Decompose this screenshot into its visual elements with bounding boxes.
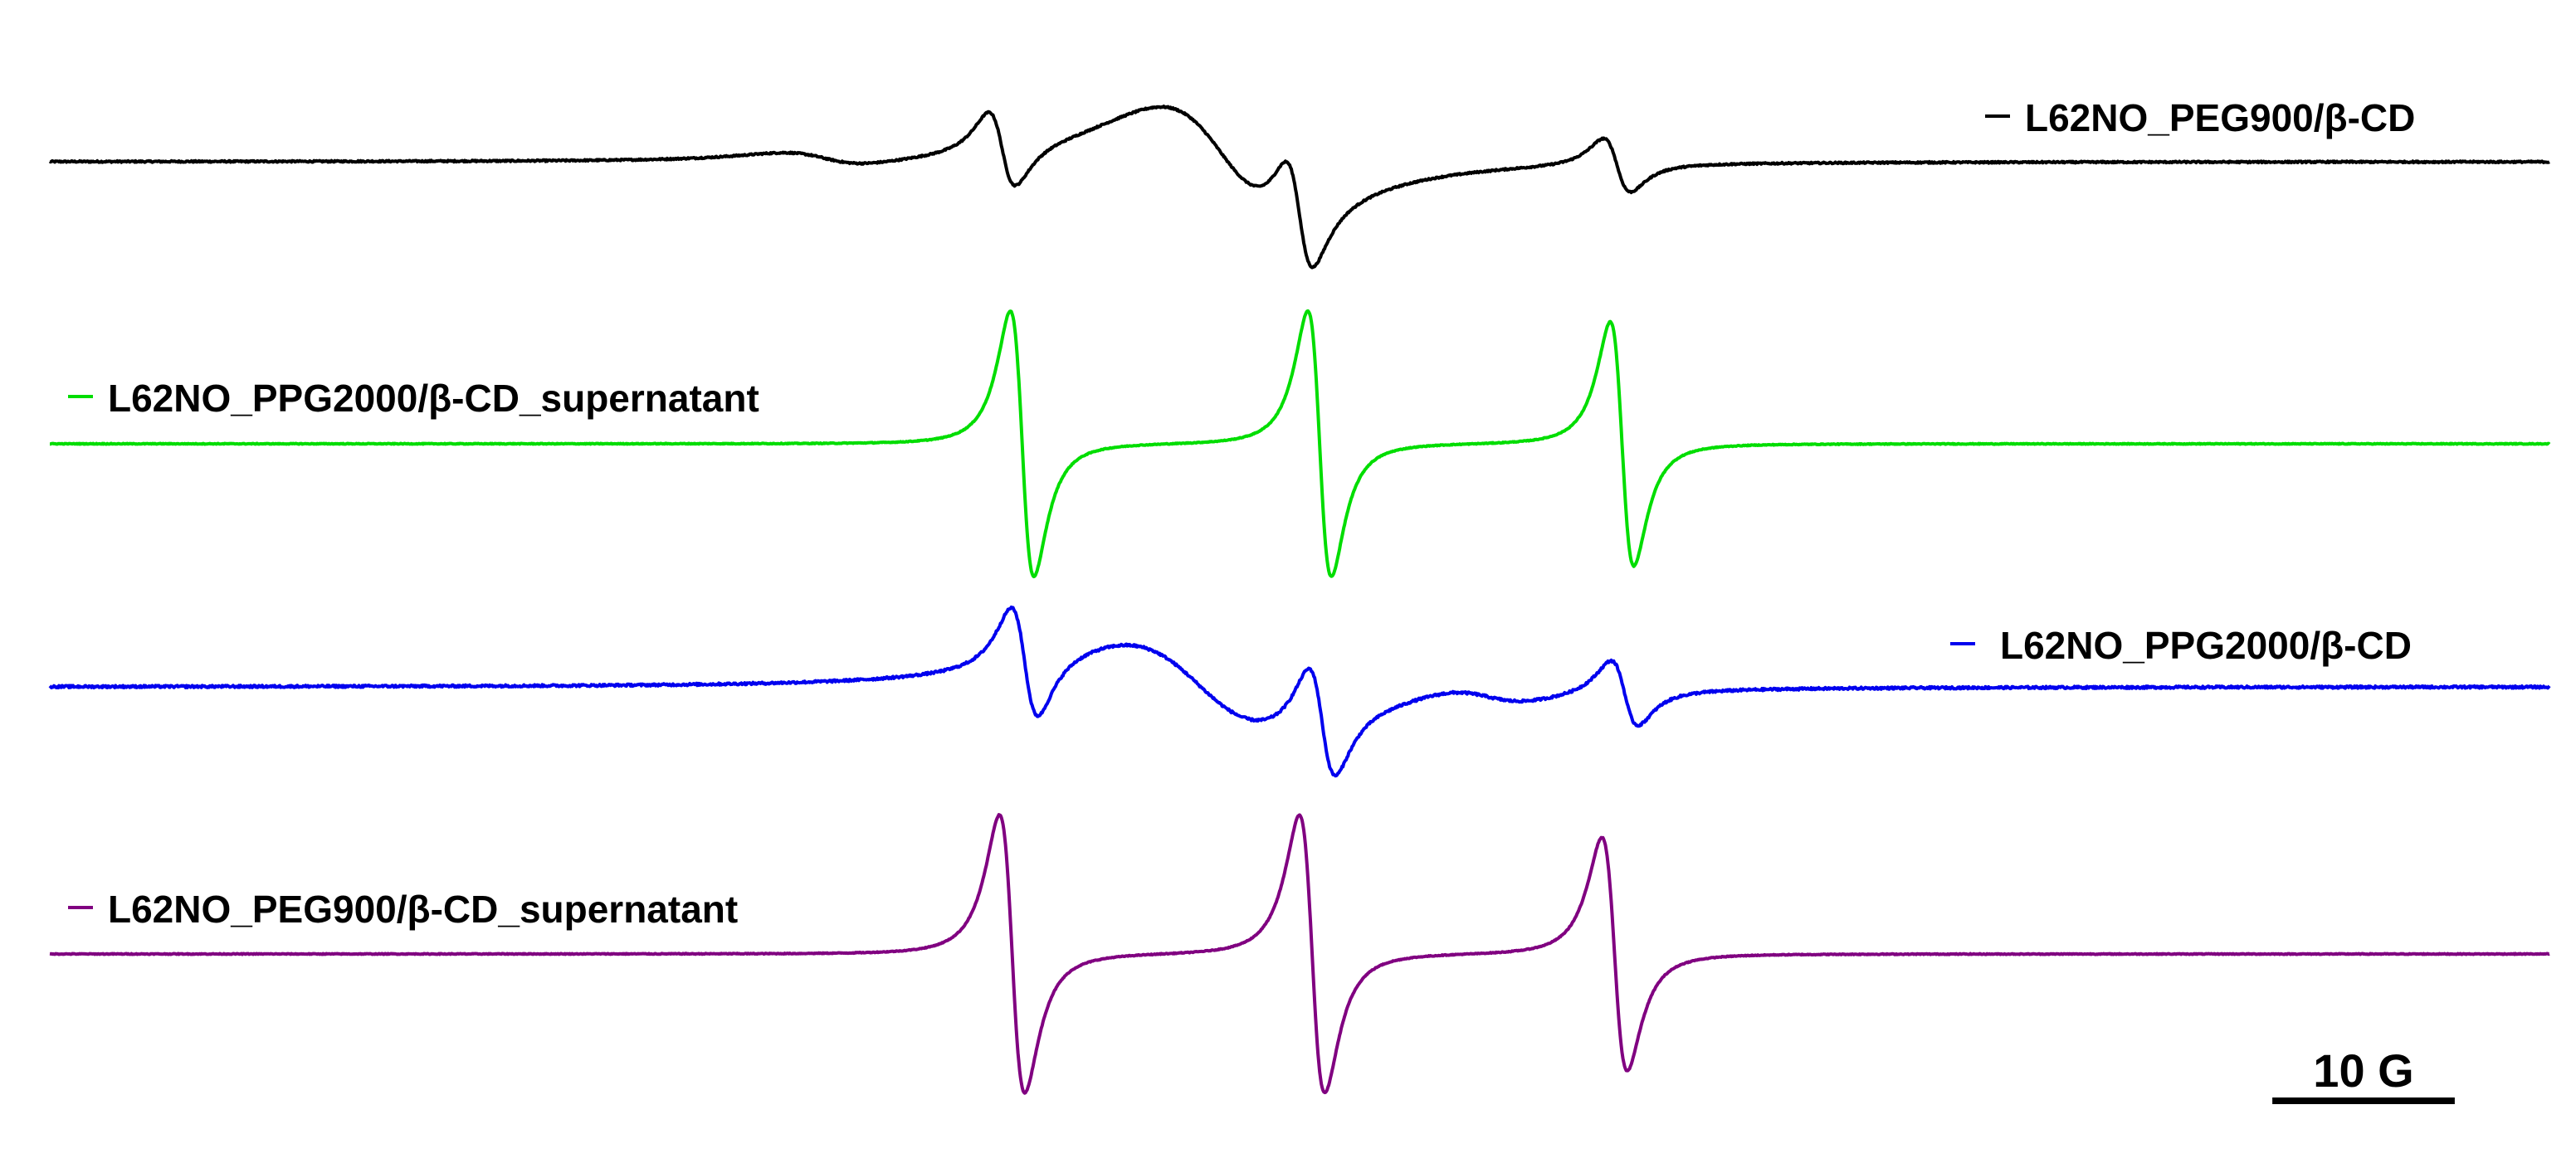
- spectra-traces: [48, 105, 2551, 1095]
- trace-0: [48, 105, 2550, 270]
- legend-label-2: L62NO_PPG2000/β-CD: [2000, 624, 2412, 667]
- trace-2: [48, 606, 2551, 778]
- scale-bar-label: 10 G: [2313, 1044, 2413, 1097]
- legend-item-0: L62NO_PEG900/β-CD: [1985, 96, 2415, 139]
- legend-item-1: L62NO_PPG2000/β-CD_supernatant: [68, 377, 759, 420]
- legend: L62NO_PEG900/β-CD L62NO_PPG2000/β-CD_sup…: [68, 96, 2415, 931]
- legend-label-3: L62NO_PEG900/β-CD_supernatant: [108, 888, 738, 931]
- legend-label-1: L62NO_PPG2000/β-CD_supernatant: [108, 377, 759, 420]
- trace-3: [49, 813, 2550, 1095]
- legend-item-3: L62NO_PEG900/β-CD_supernatant: [68, 888, 738, 931]
- legend-item-2: L62NO_PPG2000/β-CD: [1950, 624, 2412, 667]
- trace-1: [49, 309, 2551, 579]
- legend-label-0: L62NO_PEG900/β-CD: [2025, 96, 2415, 139]
- scale-bar: 10 G: [2272, 1044, 2455, 1104]
